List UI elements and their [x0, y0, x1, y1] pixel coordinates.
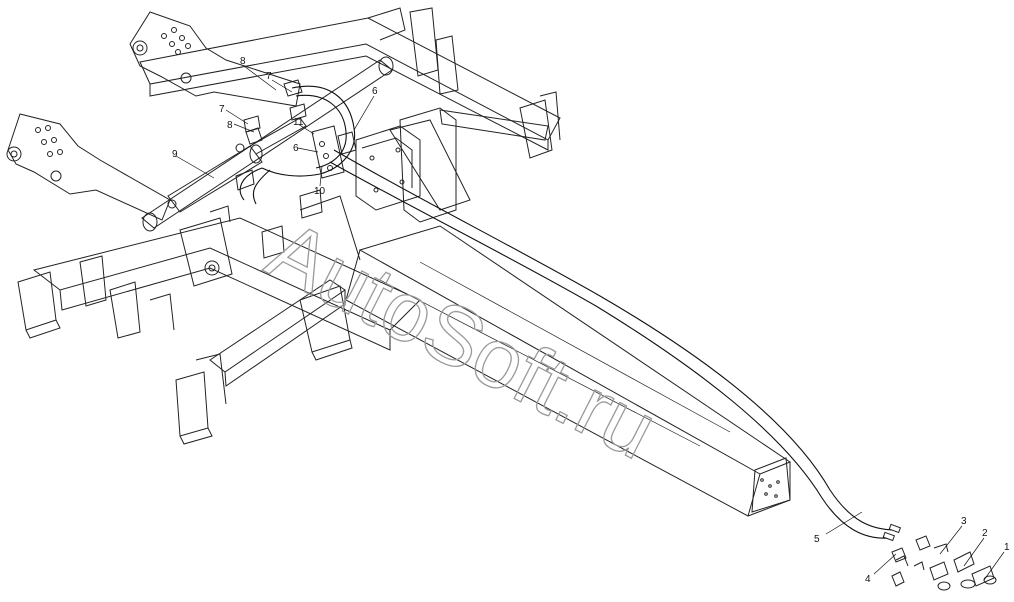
callout-6-upper: 6 — [372, 86, 378, 97]
callouts: 1 2 3 4 5 6 6 7 7 8 8 9 10 11 — [172, 56, 1010, 585]
callout-3: 3 — [961, 516, 967, 527]
callout-10: 10 — [314, 186, 326, 197]
hydraulic-fittings — [235, 79, 357, 191]
callout-1: 1 — [1004, 542, 1010, 553]
rear-frame-beam — [139, 7, 561, 159]
lower-lift-arm — [6, 113, 171, 221]
callout-8-upper: 8 — [240, 56, 246, 67]
front-frame-beam — [17, 217, 421, 445]
callout-11: 11 — [293, 117, 304, 128]
leader-lines — [175, 65, 1005, 581]
hydraulic-cylinder — [167, 117, 307, 213]
brackets — [179, 189, 323, 287]
callout-5: 5 — [814, 534, 820, 545]
diagonal-braces — [209, 109, 549, 387]
callout-8-lower: 8 — [227, 120, 233, 131]
callout-2: 2 — [982, 528, 988, 539]
callout-4: 4 — [865, 574, 871, 585]
hydraulic-hoses — [239, 85, 902, 542]
callout-7-lower: 7 — [219, 104, 225, 115]
quick-coupler-parts — [891, 535, 997, 591]
upper-lift-arm — [129, 11, 301, 107]
callout-6-lower: 6 — [293, 143, 299, 154]
drawbar-beam — [345, 225, 792, 517]
callout-9: 9 — [172, 149, 178, 160]
rocker-shaft — [141, 56, 394, 232]
callout-7-upper: 7 — [266, 71, 272, 82]
hitch-tower — [355, 107, 457, 223]
